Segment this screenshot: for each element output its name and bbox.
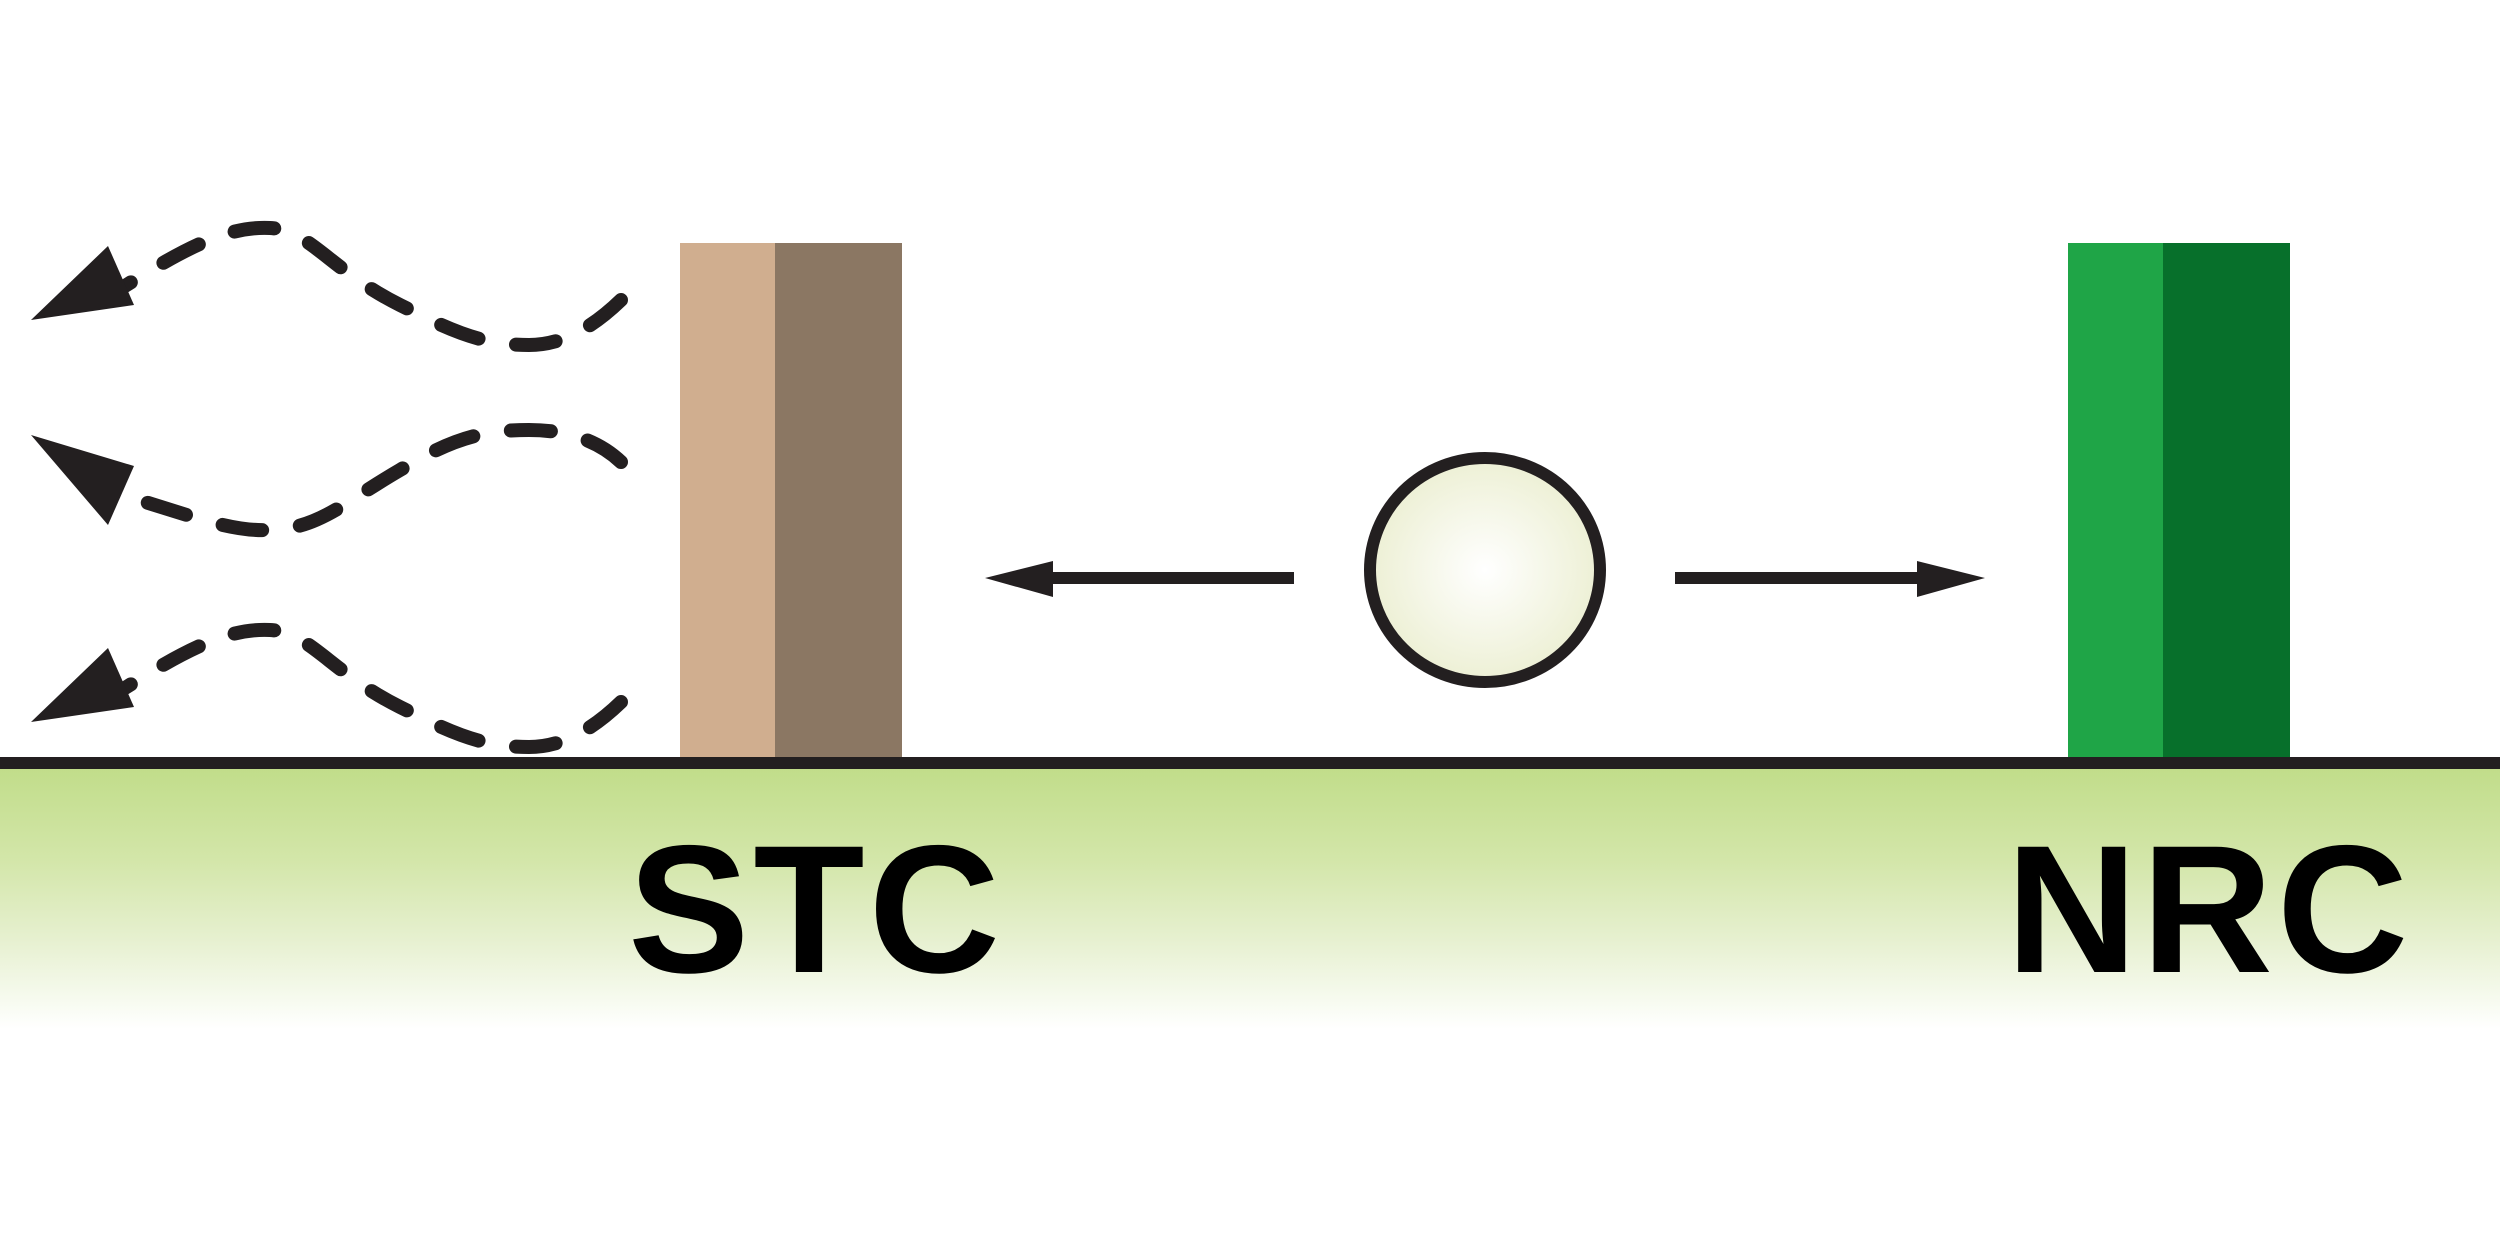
ground-gradient xyxy=(0,769,2500,1029)
stc-bar-dark xyxy=(775,243,902,757)
nrc-label: NRC xyxy=(2006,807,2413,1011)
dashed-arrow-top-icon xyxy=(31,220,628,353)
nrc-bar xyxy=(2068,243,2290,757)
stc-bar xyxy=(680,243,902,757)
nrc-bar-light xyxy=(2068,243,2163,757)
particle-circle-icon xyxy=(1364,452,1606,688)
dashed-arrow-middle-icon xyxy=(31,422,628,538)
arrow-left-icon xyxy=(985,561,1294,597)
nrc-bar-dark xyxy=(2163,243,2290,757)
stc-label: STC xyxy=(628,807,1004,1011)
stc-bar-light xyxy=(680,243,775,757)
ground-line xyxy=(0,757,2500,769)
arrow-right-icon xyxy=(1675,561,1985,597)
dashed-arrow-bottom-icon xyxy=(31,622,628,755)
